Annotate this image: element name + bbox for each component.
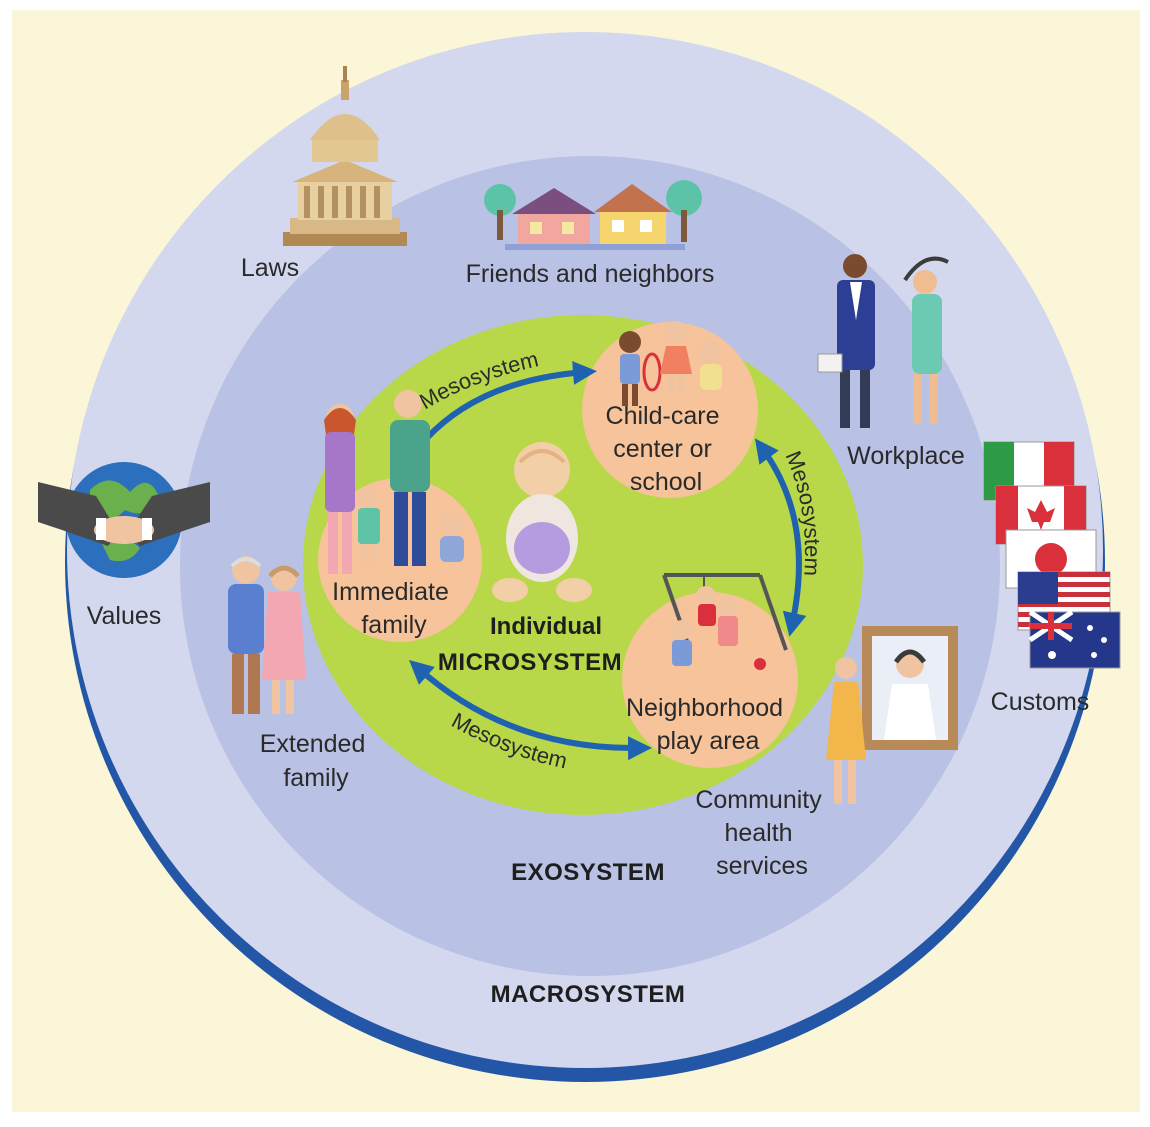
individual-label: Individual	[490, 613, 602, 640]
capitol-icon	[283, 66, 407, 246]
houses-icon	[484, 180, 702, 250]
mesosystem-arrow-family-play	[409, 660, 652, 761]
extended-family-label: Extended family	[260, 730, 373, 792]
doctor-portrait-icon	[826, 626, 958, 804]
play-area-circle	[622, 592, 798, 768]
laws-label: Laws	[241, 254, 299, 282]
mesosystem-arrow-school-play	[754, 438, 807, 637]
mesosystem-arrow-family-school	[422, 360, 597, 443]
playground-icon	[662, 573, 788, 670]
immediate-family-label: Immediate family	[332, 578, 456, 639]
customs-label: Customs	[991, 688, 1090, 716]
business-people-icon	[817, 254, 949, 428]
child-care-label: Child-care center or school	[606, 402, 727, 496]
handshake-globe-icon	[38, 462, 210, 578]
flags-icon	[983, 441, 1121, 669]
grandparents-icon	[228, 556, 306, 714]
workplace-label: Workplace	[847, 442, 965, 470]
macrosystem-label: MACROSYSTEM	[491, 981, 686, 1008]
values-label: Values	[87, 602, 162, 630]
microsystem-label: MICROSYSTEM	[438, 649, 622, 676]
play-area-label: Neighborhood play area	[626, 694, 790, 755]
baby-icon	[492, 442, 592, 602]
family-icon	[324, 390, 464, 574]
friends-neighbors-label: Friends and neighbors	[466, 260, 715, 288]
children-icon	[619, 321, 722, 406]
exosystem-label: EXOSYSTEM	[511, 859, 665, 886]
community-health-label: Community health services	[695, 786, 828, 880]
